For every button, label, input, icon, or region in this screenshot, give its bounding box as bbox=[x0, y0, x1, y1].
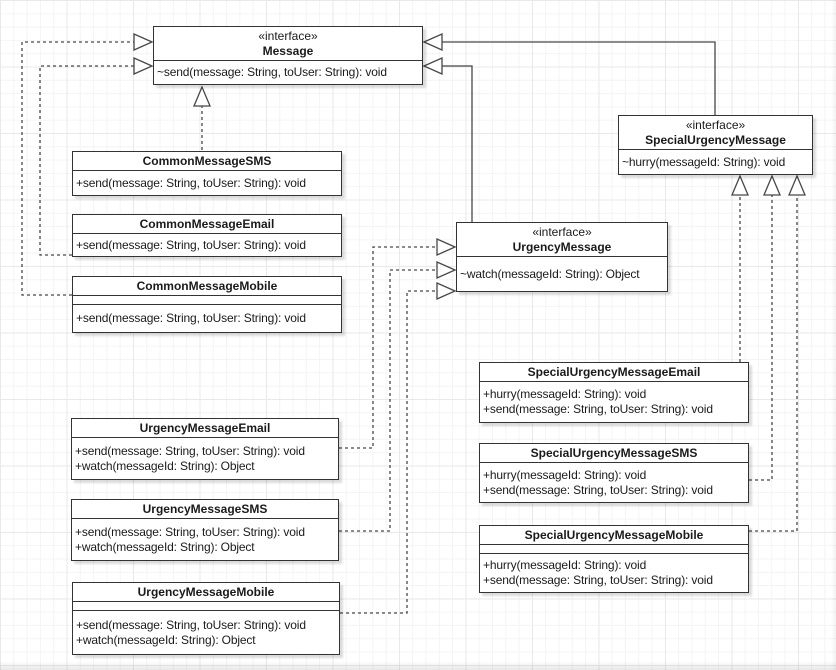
method-label: +hurry(messageId: String): void bbox=[483, 558, 647, 572]
interface-box-urgencymessage[interactable]: «interface» UrgencyMessage ~watch(messag… bbox=[456, 222, 668, 292]
node-title: CommonMessageEmail bbox=[73, 215, 341, 233]
method-label: +send(message: String, toUser: String): … bbox=[75, 524, 305, 539]
class-name: UrgencyMessageMobile bbox=[137, 585, 275, 599]
interface-name: SpecialUrgencyMessage bbox=[645, 133, 786, 147]
method-label: +hurry(messageId: String): void bbox=[483, 387, 647, 401]
attributes-section-empty bbox=[480, 544, 748, 553]
class-box-commonmessagemobile[interactable]: CommonMessageMobile +send(message: Strin… bbox=[72, 276, 342, 333]
class-box-commonmessagesms[interactable]: CommonMessageSMS +send(message: String, … bbox=[72, 151, 342, 196]
edge-commonmessagemobile-realizes-message[interactable] bbox=[21, 32, 154, 296]
edge-urgencymessageemail-realizes-urgencymessage[interactable] bbox=[339, 237, 457, 449]
class-box-commonmessageemail[interactable]: CommonMessageEmail +send(message: String… bbox=[72, 214, 342, 257]
edge-specialurgencymessagesms-realizes-specialurgencymessage[interactable] bbox=[749, 174, 781, 481]
methods-section: +send(message: String, toUser: String): … bbox=[73, 304, 341, 332]
class-name: UrgencyMessageEmail bbox=[139, 421, 271, 435]
class-box-specialurgencymessageemail[interactable]: SpecialUrgencyMessageEmail +hurry(messag… bbox=[479, 362, 749, 423]
attributes-section-empty bbox=[73, 601, 339, 610]
methods-section: +hurry(messageId: String): void +send(me… bbox=[480, 462, 748, 502]
class-box-urgencymessageemail[interactable]: UrgencyMessageEmail +send(message: Strin… bbox=[71, 418, 339, 480]
stereotype-label: «interface» bbox=[532, 225, 592, 239]
method-label: +watch(messageId: String): Object bbox=[75, 458, 255, 473]
method-label: ~send(message: String, toUser: String): … bbox=[157, 65, 387, 79]
methods-section: +hurry(messageId: String): void +send(me… bbox=[480, 381, 748, 422]
node-title: «interface» UrgencyMessage bbox=[457, 223, 667, 256]
hollow-triangle-icon bbox=[731, 174, 749, 196]
method-label: ~watch(messageId: String): Object bbox=[460, 266, 640, 281]
hollow-triangle-icon bbox=[193, 85, 211, 107]
methods-section: ~hurry(messageId: String): void bbox=[619, 149, 812, 174]
node-title: SpecialUrgencyMessageEmail bbox=[480, 363, 748, 381]
class-name: SpecialUrgencyMessageSMS bbox=[530, 446, 698, 460]
hollow-triangle-icon bbox=[763, 174, 781, 196]
interface-box-message[interactable]: «interface» Message ~send(message: Strin… bbox=[153, 26, 423, 85]
methods-section: +send(message: String, toUser: String): … bbox=[72, 437, 338, 479]
interface-box-specialurgencymessage[interactable]: «interface» SpecialUrgencyMessage ~hurry… bbox=[618, 115, 813, 175]
stereotype-label: «interface» bbox=[685, 118, 746, 132]
interface-name: Message bbox=[262, 44, 314, 58]
method-label: +send(message: String, toUser: String): … bbox=[483, 573, 713, 587]
node-title: «interface» SpecialUrgencyMessage bbox=[619, 116, 812, 149]
hollow-triangle-icon bbox=[133, 32, 154, 52]
node-title: CommonMessageSMS bbox=[73, 152, 341, 170]
methods-section: +send(message: String, toUser: String): … bbox=[73, 170, 341, 195]
class-name: SpecialUrgencyMessageMobile bbox=[524, 528, 704, 542]
method-label: +send(message: String, toUser: String): … bbox=[76, 311, 306, 325]
hollow-triangle-icon bbox=[436, 281, 457, 301]
methods-section: ~watch(messageId: String): Object bbox=[457, 256, 667, 291]
class-box-urgencymessagesms[interactable]: UrgencyMessageSMS +send(message: String,… bbox=[71, 499, 339, 561]
method-label: +send(message: String, toUser: String): … bbox=[76, 175, 306, 190]
edge-specialurgencymessagemobile-realizes-specialurgencymessage[interactable] bbox=[749, 174, 806, 532]
edge-specialurgencymessageemail-realizes-specialurgencymessage[interactable] bbox=[731, 174, 749, 362]
method-label: +send(message: String, toUser: String): … bbox=[76, 617, 306, 632]
method-label: +send(message: String, toUser: String): … bbox=[76, 237, 306, 252]
methods-section: +send(message: String, toUser: String): … bbox=[73, 233, 341, 256]
method-label: +hurry(messageId: String): void bbox=[483, 467, 647, 482]
class-name: CommonMessageMobile bbox=[136, 279, 278, 293]
node-title: SpecialUrgencyMessageMobile bbox=[480, 526, 748, 544]
method-label: ~hurry(messageId: String): void bbox=[622, 154, 786, 169]
hollow-triangle-icon bbox=[788, 174, 806, 196]
class-name: UrgencyMessageSMS bbox=[142, 502, 268, 516]
hollow-triangle-icon bbox=[422, 56, 443, 76]
class-box-urgencymessagemobile[interactable]: UrgencyMessageMobile +send(message: Stri… bbox=[72, 582, 340, 655]
stereotype-label: «interface» bbox=[258, 29, 318, 43]
node-title: CommonMessageMobile bbox=[73, 277, 341, 295]
interface-name: UrgencyMessage bbox=[512, 240, 612, 254]
class-name: CommonMessageEmail bbox=[139, 217, 275, 231]
node-title: UrgencyMessageMobile bbox=[73, 583, 339, 601]
node-title: SpecialUrgencyMessageSMS bbox=[480, 444, 748, 462]
method-label: +watch(messageId: String): Object bbox=[75, 539, 255, 554]
node-title: UrgencyMessageSMS bbox=[72, 500, 338, 518]
node-title: «interface» Message bbox=[154, 27, 422, 60]
hollow-triangle-icon bbox=[133, 56, 154, 76]
hollow-triangle-icon bbox=[436, 260, 457, 280]
method-label: +send(message: String, toUser: String): … bbox=[483, 482, 713, 497]
node-title: UrgencyMessageEmail bbox=[72, 419, 338, 437]
methods-section: +send(message: String, toUser: String): … bbox=[72, 518, 338, 560]
class-box-specialurgencymessagesms[interactable]: SpecialUrgencyMessageSMS +hurry(messageI… bbox=[479, 443, 749, 503]
edge-urgencymessagesms-realizes-urgencymessage[interactable] bbox=[339, 260, 457, 532]
class-box-specialurgencymessagemobile[interactable]: SpecialUrgencyMessageMobile +hurry(messa… bbox=[479, 525, 749, 593]
method-label: +send(message: String, toUser: String): … bbox=[483, 402, 713, 416]
method-label: +send(message: String, toUser: String): … bbox=[75, 443, 305, 458]
edge-commonmessageemail-realizes-message[interactable] bbox=[39, 56, 154, 256]
class-name: SpecialUrgencyMessageEmail bbox=[527, 365, 701, 379]
hollow-triangle-icon bbox=[436, 237, 457, 257]
edge-urgencymessage-extends-message[interactable] bbox=[422, 56, 473, 222]
edge-specialurgencymessage-extends-message[interactable] bbox=[422, 32, 716, 115]
methods-section: +send(message: String, toUser: String): … bbox=[73, 610, 339, 654]
edge-commonmessagesms-realizes-message[interactable] bbox=[193, 85, 211, 150]
hollow-triangle-icon bbox=[422, 32, 443, 52]
class-name: CommonMessageSMS bbox=[142, 154, 272, 168]
methods-section: +hurry(messageId: String): void +send(me… bbox=[480, 553, 748, 592]
attributes-section-empty bbox=[73, 295, 341, 304]
methods-section: ~send(message: String, toUser: String): … bbox=[154, 60, 422, 84]
method-label: +watch(messageId: String): Object bbox=[76, 632, 256, 647]
edge-urgencymessagemobile-realizes-urgencymessage[interactable] bbox=[340, 281, 457, 614]
